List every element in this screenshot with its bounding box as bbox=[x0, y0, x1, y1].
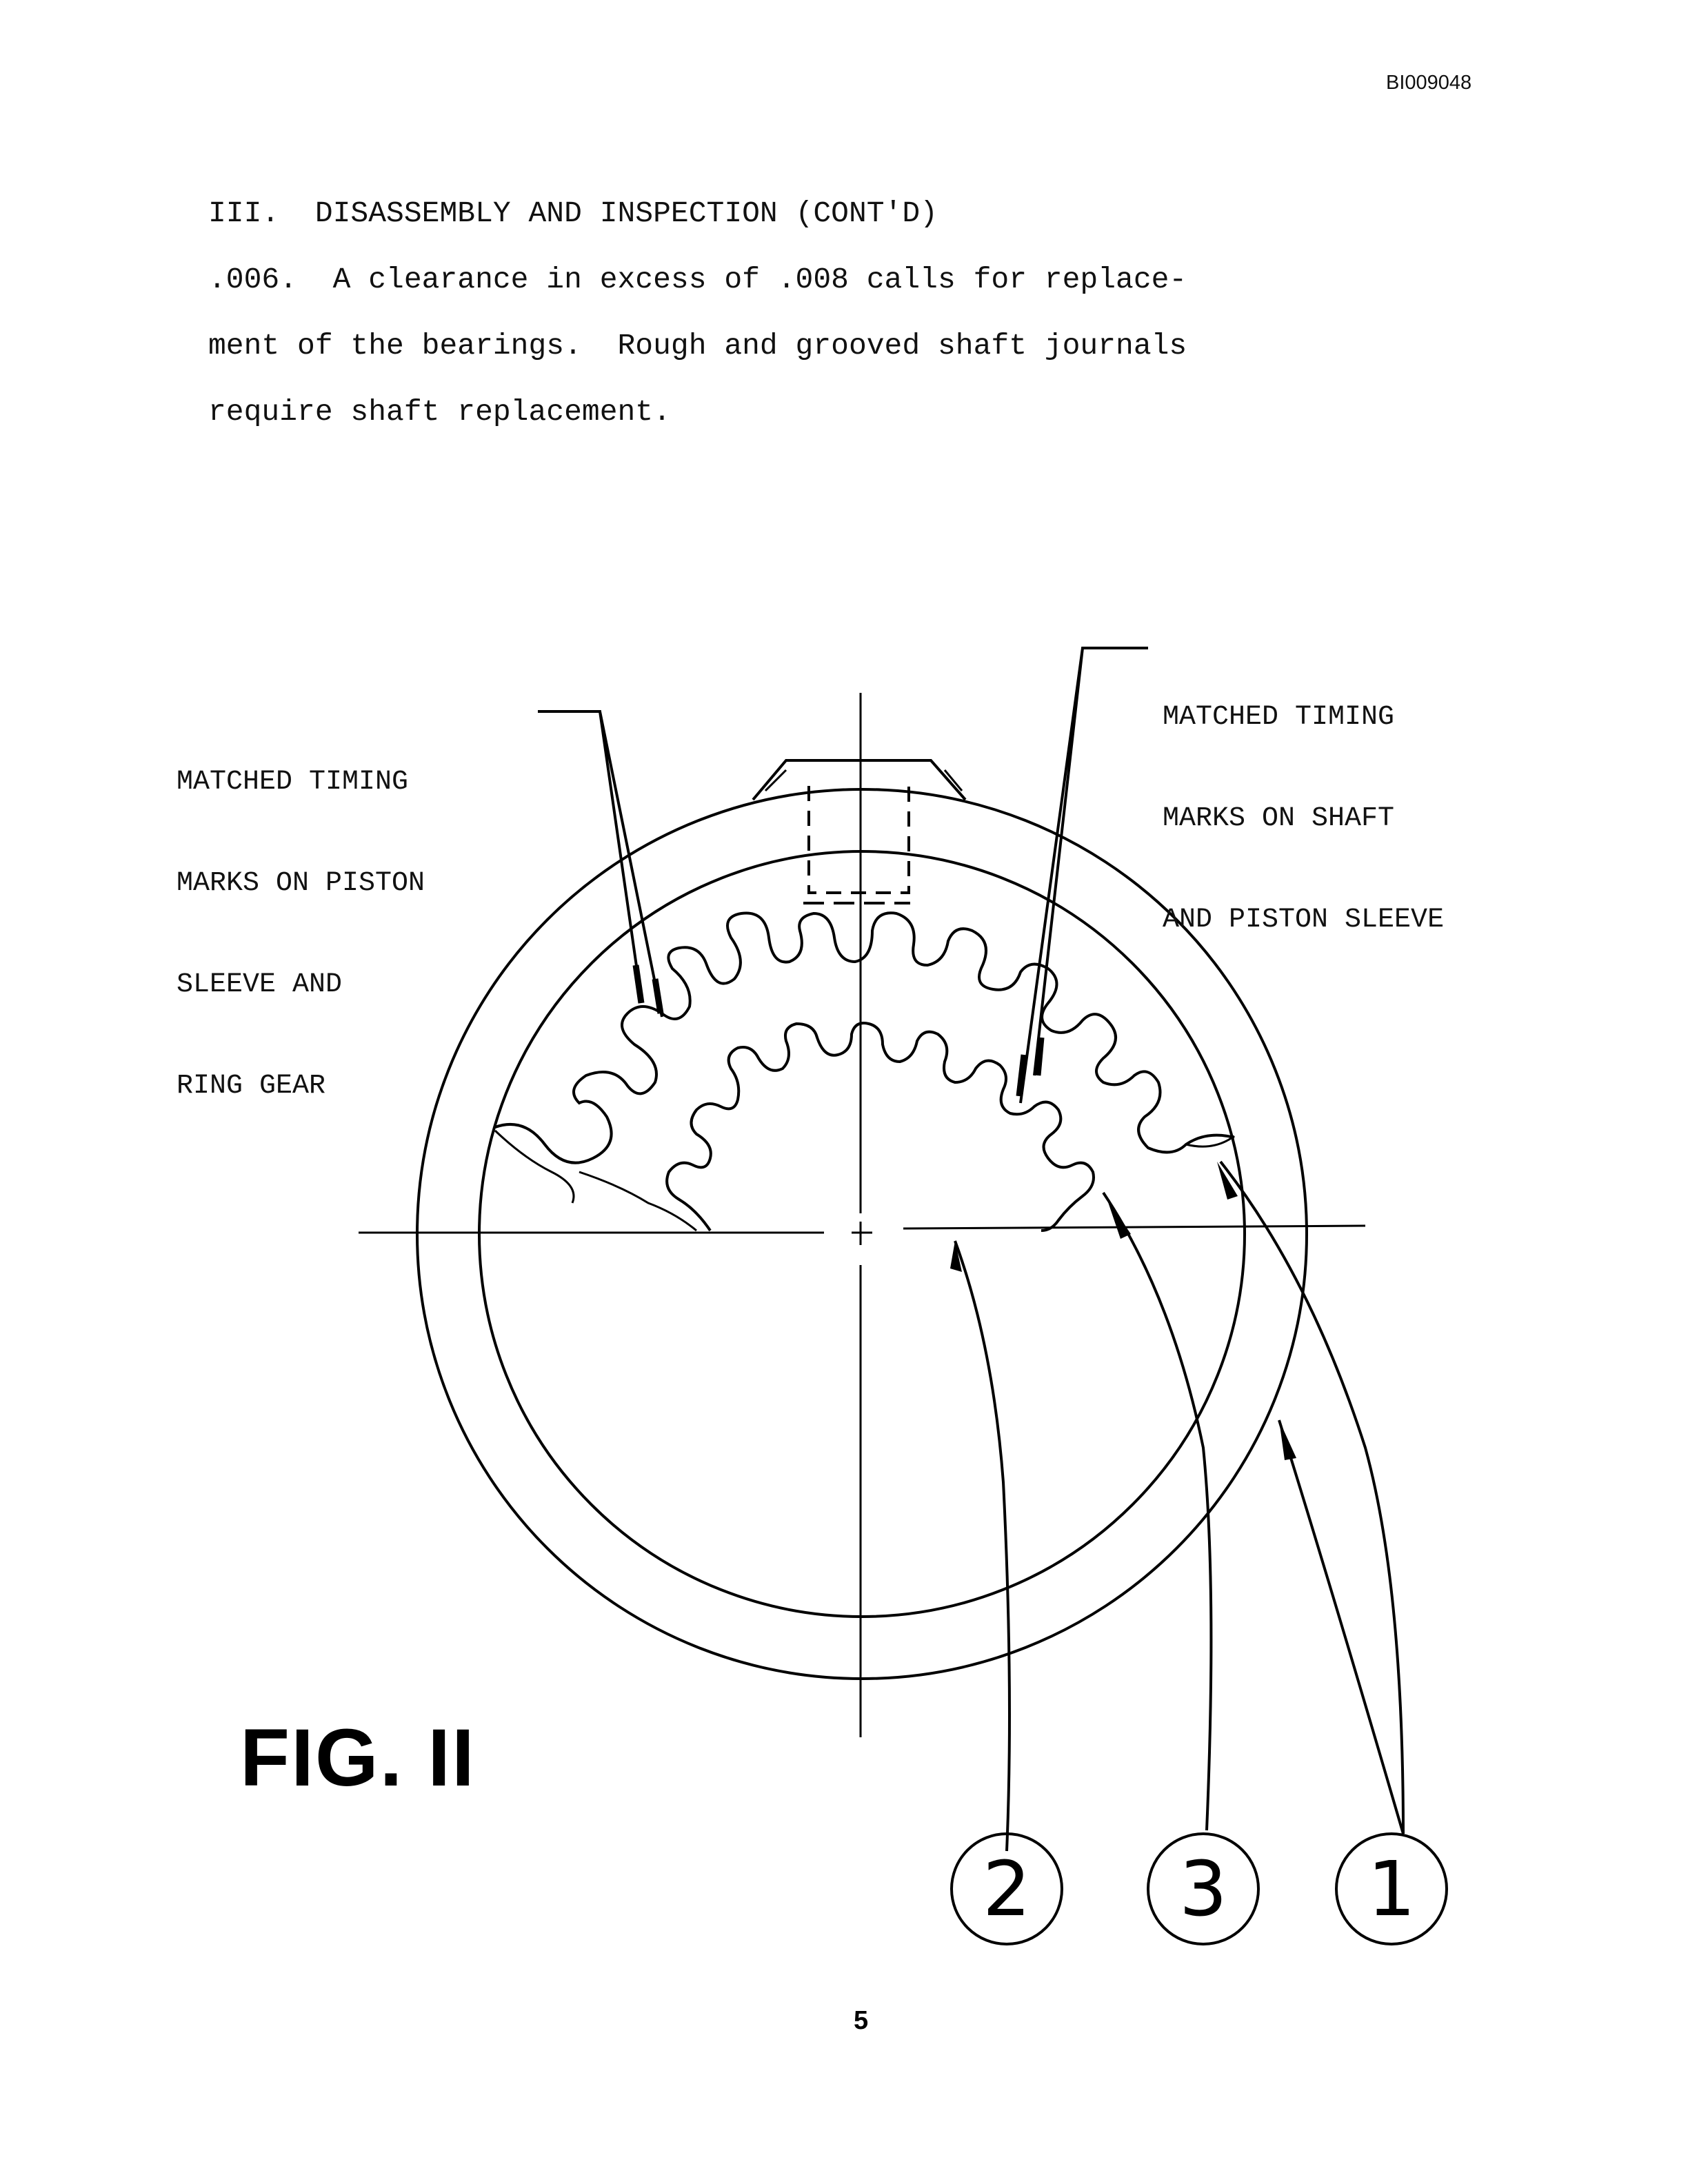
left-callout: MATCHED TIMING MARKS ON PISTON SLEEVE AN… bbox=[177, 698, 425, 1137]
balloon-3-label: 3 bbox=[1179, 1845, 1227, 1933]
body-line-1: .006. A clearance in excess of .008 call… bbox=[208, 263, 1187, 296]
leader-balloon-1b bbox=[1278, 1419, 1405, 1834]
balloon-2-label: 2 bbox=[983, 1845, 1031, 1933]
balloon-1-label: 1 bbox=[1367, 1845, 1416, 1933]
right-callout-line-2: MARKS ON SHAFT bbox=[1163, 803, 1395, 834]
left-callout-line-1: MATCHED TIMING bbox=[177, 767, 409, 798]
body-line-3: require shaft replacement. bbox=[208, 395, 671, 429]
right-callout-line-3: AND PISTON SLEEVE bbox=[1163, 904, 1445, 936]
balloon-2: 2 bbox=[950, 1832, 1063, 1945]
leader-balloon-3 bbox=[1102, 1191, 1213, 1831]
pinion-gear-teeth bbox=[665, 1022, 1095, 1232]
page-number: 5 bbox=[854, 2006, 869, 2035]
right-callout: MATCHED TIMING MARKS ON SHAFT AND PISTON… bbox=[1163, 633, 1444, 971]
body-line-2: ment of the bearings. Rough and grooved … bbox=[208, 329, 1187, 363]
balloon-3: 3 bbox=[1147, 1832, 1260, 1945]
document-id: BI009048 bbox=[1386, 72, 1472, 94]
section-heading: III. DISASSEMBLY AND INSPECTION (CONT'D) bbox=[208, 196, 938, 230]
right-callout-leader bbox=[1019, 647, 1148, 1104]
left-callout-line-2: MARKS ON PISTON bbox=[177, 868, 425, 899]
figure-title: FIG. II bbox=[240, 1712, 476, 1803]
left-callout-line-4: RING GEAR bbox=[177, 1071, 326, 1102]
balloon-1: 1 bbox=[1335, 1832, 1448, 1945]
leader-balloon-2 bbox=[954, 1240, 1011, 1852]
left-callout-line-3: SLEEVE AND bbox=[177, 969, 343, 1000]
top-key bbox=[752, 759, 967, 801]
key-hidden-outline bbox=[807, 786, 910, 894]
left-callout-leader bbox=[538, 710, 663, 1018]
ring-gear-teeth bbox=[494, 911, 1235, 1164]
inner-ring bbox=[478, 850, 1246, 1618]
leader-balloon-1a bbox=[1219, 1160, 1405, 1834]
right-callout-line-1: MATCHED TIMING bbox=[1163, 702, 1395, 733]
outer-ring bbox=[416, 788, 1308, 1680]
